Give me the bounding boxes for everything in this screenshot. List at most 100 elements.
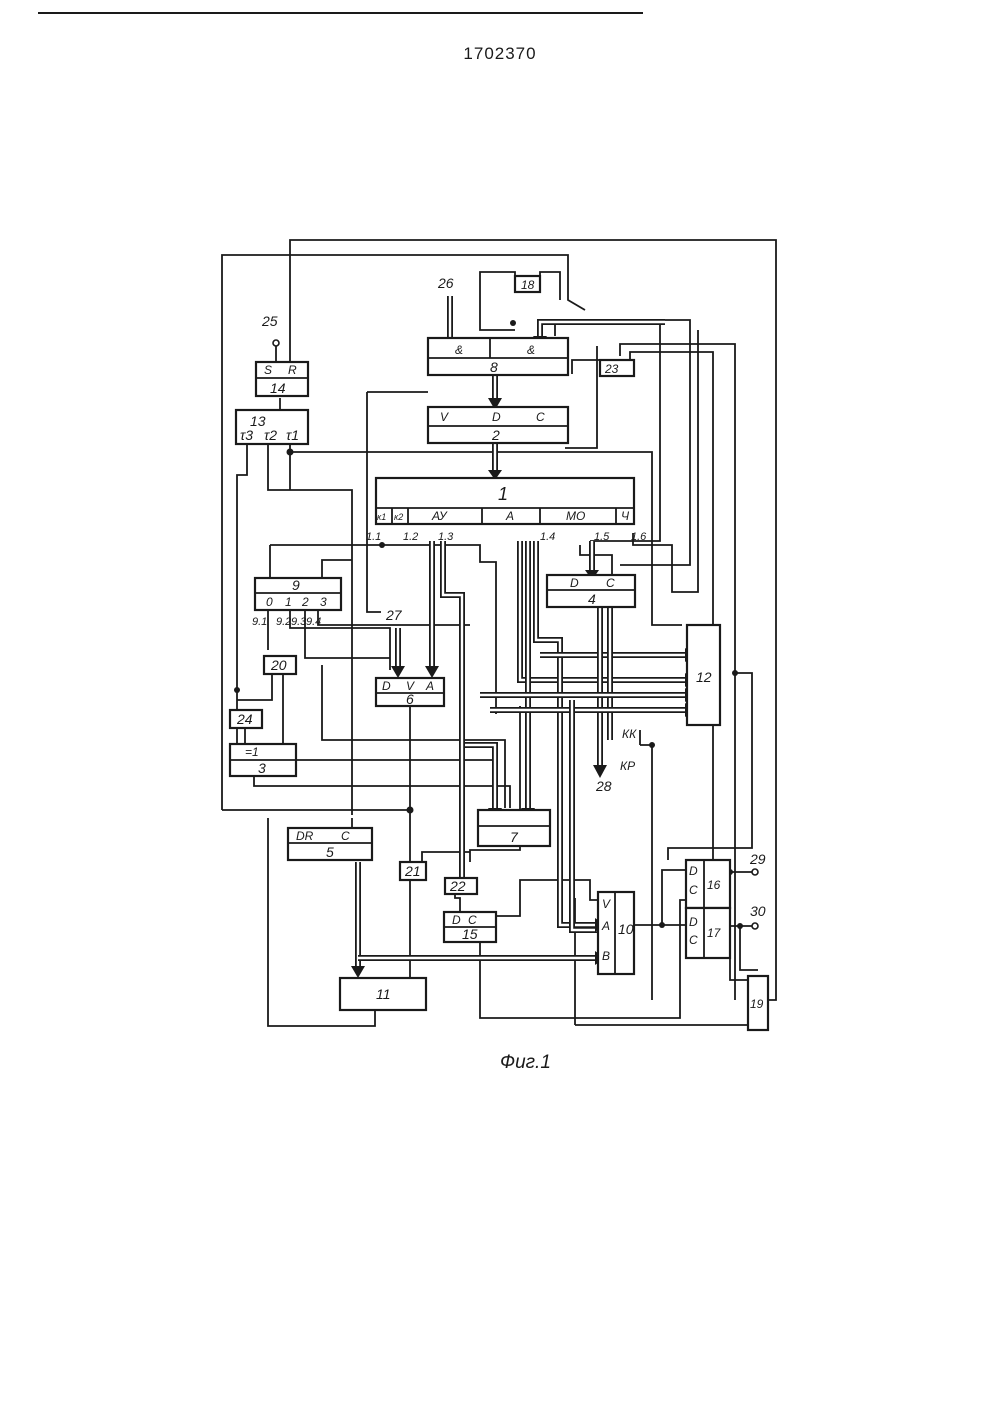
svg-text:τ2: τ2: [264, 427, 277, 443]
svg-text:B: B: [602, 949, 610, 963]
block-19: 19: [748, 976, 768, 1030]
svg-text:A: A: [425, 679, 434, 693]
block-12: 12: [687, 625, 720, 725]
terminal-26: 26: [437, 275, 454, 291]
block-7: 7: [478, 810, 550, 846]
svg-text:2: 2: [301, 595, 309, 609]
svg-text:3: 3: [320, 595, 327, 609]
svg-text:к2: к2: [394, 512, 403, 522]
svg-text:к1: к1: [377, 512, 386, 522]
svg-text:&: &: [455, 343, 463, 357]
block-1: 1 к1 к2 АУ А МО Ч: [376, 478, 634, 524]
svg-text:C: C: [468, 913, 477, 927]
svg-text:26: 26: [437, 275, 454, 291]
svg-text:1.5: 1.5: [594, 531, 610, 543]
svg-text:4: 4: [588, 591, 596, 607]
svg-text:1.2: 1.2: [403, 531, 418, 543]
block-6: D V A 6: [376, 678, 444, 707]
svg-text:А: А: [505, 509, 514, 523]
block-16: D C 16: [686, 860, 730, 908]
block-3: =1 3: [230, 744, 296, 776]
svg-text:КК: КК: [622, 727, 637, 741]
block-5: DR C 5: [288, 828, 372, 860]
svg-text:1.1: 1.1: [366, 531, 381, 543]
svg-text:27: 27: [385, 607, 403, 623]
svg-text:V: V: [602, 897, 611, 911]
svg-text:1: 1: [498, 484, 508, 504]
terminal-30: 30: [750, 903, 766, 929]
svg-text:16: 16: [707, 878, 721, 892]
svg-text:D: D: [689, 915, 698, 929]
svg-text:23: 23: [604, 362, 619, 376]
svg-text:DR: DR: [296, 829, 314, 843]
svg-text:Ч: Ч: [621, 509, 630, 523]
svg-text:28: 28: [595, 778, 612, 794]
svg-text:24: 24: [236, 711, 253, 727]
svg-text:17: 17: [707, 926, 722, 940]
svg-text:19: 19: [750, 997, 764, 1011]
svg-text:τ1: τ1: [286, 427, 299, 443]
svg-text:R: R: [288, 363, 297, 377]
svg-text:18: 18: [521, 278, 535, 292]
block-23: 23: [600, 360, 634, 376]
svg-text:6: 6: [406, 691, 414, 707]
outputs-block-9: 9.1 9.2 9.3 9.4: [252, 616, 321, 628]
svg-text:1.4: 1.4: [540, 531, 555, 543]
svg-text:29: 29: [749, 851, 766, 867]
block-4: D C 4: [547, 575, 635, 607]
svg-text:25: 25: [261, 313, 278, 329]
svg-text:S: S: [264, 363, 272, 377]
svg-text:1.3: 1.3: [438, 531, 454, 543]
svg-text:D: D: [452, 913, 461, 927]
figure-caption: Фиг.1: [500, 1052, 551, 1073]
block-10: V A B 10: [598, 892, 634, 974]
svg-text:9.4: 9.4: [306, 616, 321, 628]
block-18: 18: [515, 276, 540, 292]
svg-text:=1: =1: [245, 745, 259, 759]
svg-text:9.1: 9.1: [252, 616, 267, 628]
block-15: D C 15: [444, 912, 496, 942]
svg-text:D: D: [689, 864, 698, 878]
svg-text:МО: МО: [566, 509, 585, 523]
terminal-28: 28: [595, 778, 612, 794]
svg-text:12: 12: [696, 669, 712, 685]
svg-text:V: V: [440, 410, 449, 424]
svg-text:C: C: [689, 883, 698, 897]
svg-text:0: 0: [266, 595, 273, 609]
svg-text:1: 1: [285, 595, 292, 609]
svg-text:7: 7: [510, 829, 519, 845]
svg-text:τ3: τ3: [240, 427, 253, 443]
block-24: 24: [230, 710, 262, 728]
signal-labels: КК КР: [620, 727, 637, 773]
svg-text:&: &: [527, 343, 535, 357]
block-13: 13 τ3 τ2 τ1: [236, 410, 308, 444]
svg-text:3: 3: [258, 760, 266, 776]
svg-text:КР: КР: [620, 759, 635, 773]
svg-text:14: 14: [270, 380, 286, 396]
svg-text:10: 10: [618, 921, 634, 937]
svg-text:9.3: 9.3: [291, 616, 307, 628]
block-8: & & 8: [428, 338, 568, 375]
svg-text:C: C: [536, 410, 545, 424]
svg-text:20: 20: [270, 657, 287, 673]
svg-text:8: 8: [490, 359, 498, 375]
block-20: 20: [264, 656, 296, 674]
svg-text:D: D: [382, 679, 391, 693]
block-2: V D C 2: [428, 407, 568, 443]
svg-text:D: D: [570, 576, 579, 590]
terminal-27: 27: [385, 607, 403, 623]
terminal-29: 29: [749, 851, 766, 875]
block-14: S R 14: [256, 362, 308, 396]
block-11: 11: [340, 978, 426, 1010]
block-22: 22: [445, 878, 477, 894]
outputs-block-1: 1.1 1.2 1.3 1.4 1.5 1.6: [366, 531, 647, 543]
block-17: D C 17: [686, 908, 730, 958]
svg-text:C: C: [606, 576, 615, 590]
svg-text:22: 22: [449, 878, 466, 894]
terminal-25: 25: [261, 313, 279, 362]
svg-text:21: 21: [404, 863, 421, 879]
svg-text:C: C: [689, 933, 698, 947]
svg-text:5: 5: [326, 844, 334, 860]
svg-text:9.2: 9.2: [276, 616, 291, 628]
